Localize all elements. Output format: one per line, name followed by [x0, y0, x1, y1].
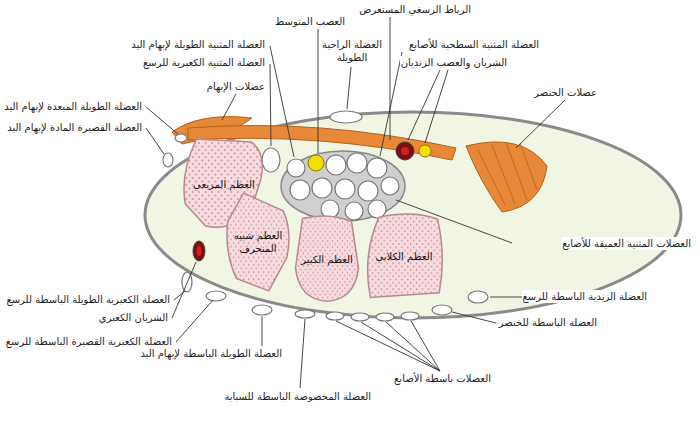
median-nerve	[308, 155, 324, 171]
part-label: العضلة المثنية السطحية للأصابع	[408, 38, 540, 51]
carpal-bone: العظم شبيه المنحرف	[222, 190, 294, 294]
palmaris-tendon	[330, 111, 362, 123]
muscle-striations	[478, 142, 537, 205]
bone-text-area: العظم شبيه المنحرف	[222, 190, 294, 294]
ulnar-artery	[396, 142, 414, 160]
ulnar-nerve	[419, 145, 431, 157]
part-label: العضلة الباسطة للخنصر	[498, 316, 598, 329]
hypothenar-muscle	[466, 142, 547, 212]
bone-text-area: العظم الكبير	[292, 214, 362, 304]
bone-shape	[222, 190, 294, 294]
part-label: العضلة المخصوصة الباسطة للسبابة	[223, 390, 372, 403]
fcr-tendon	[262, 148, 280, 172]
part-label: العصب المتوسط	[274, 15, 346, 28]
carpal-bone: العظم الكلابي	[362, 210, 446, 302]
part-label: عضلات الإبهام	[206, 80, 266, 93]
part-label: الشريان الكعبري	[98, 311, 169, 324]
carpal-bone: العظم الكبير	[292, 214, 362, 304]
part-label: العضلة الكعبرية الطويلة الباسطة للرسغ	[5, 293, 171, 306]
part-label: العضلة الطويلة المبعدة لإبهام اليد	[3, 100, 143, 113]
leader-lines	[146, 17, 565, 388]
part-label: عضلات الخنصر	[533, 86, 598, 99]
part-label: العضلات باسطة الأصابع	[393, 372, 492, 385]
bone-name: العظم الكلابي	[375, 250, 432, 263]
part-label: العضلة الطويلة الباسطة لإبهام اليد	[139, 347, 283, 360]
radial-artery	[193, 241, 205, 261]
part-label: الرباط الرسغي المستعرض	[358, 3, 472, 16]
bone-name: العظم المربعي	[193, 178, 255, 191]
part-label: العضلة الزندية الباسطة للرسغ	[522, 290, 648, 303]
part-label: الشريان والعصب الزنديان	[400, 56, 508, 69]
part-label: العضلة المثنية الكعبرية للرسغ	[142, 56, 266, 69]
ulnar-artery-lumen	[401, 147, 409, 155]
bone-text-area: العظم الكلابي	[362, 210, 446, 302]
part-label: العضلة الراحية الطويلة	[321, 38, 383, 64]
part-label: العضلة القصيرة المادة لإبهام اليد	[6, 121, 143, 134]
carpal-tunnel	[281, 151, 405, 221]
radial-artery-lumen	[197, 246, 202, 256]
wrist-outline	[145, 112, 681, 318]
bone-name: العظم الكبير	[301, 253, 353, 266]
bone-name: العظم شبيه المنحرف	[228, 229, 288, 255]
part-label: العضلات المثنية العميقة للأصابع	[561, 237, 692, 250]
extensor-tendons	[163, 134, 488, 321]
part-label: العضلة المثنية الطويلة لإبهام اليد	[130, 38, 266, 51]
flexor-tendons	[287, 153, 399, 220]
